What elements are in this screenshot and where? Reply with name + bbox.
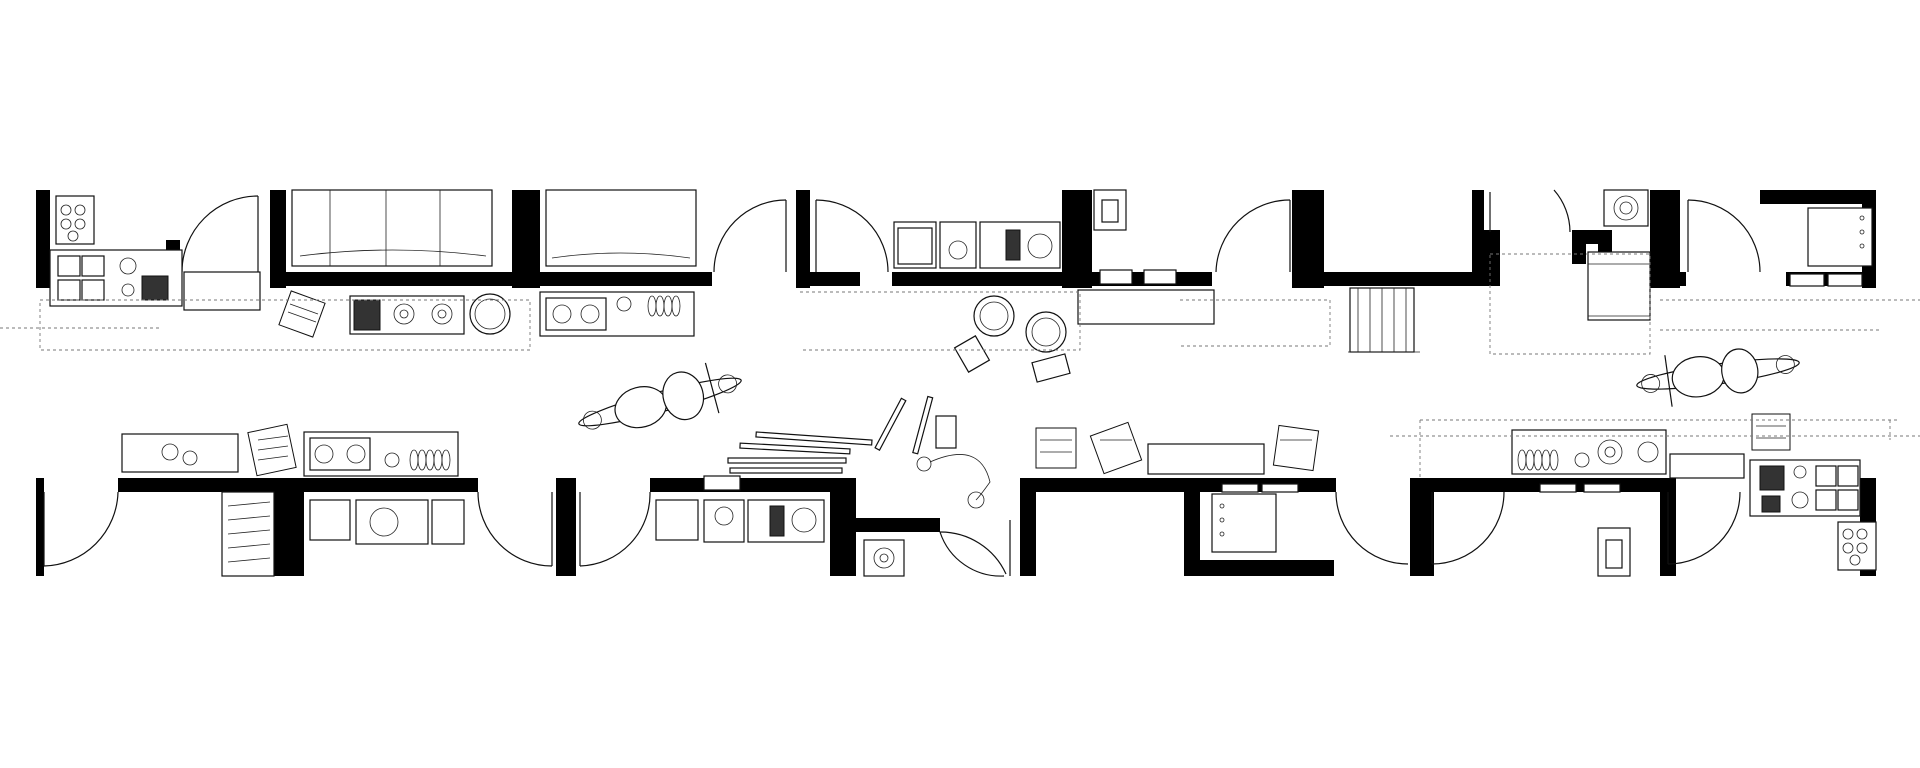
water-jar-icon xyxy=(409,449,451,471)
counter xyxy=(49,249,183,307)
gas-stove-icon xyxy=(309,499,465,545)
timber-pile xyxy=(727,395,991,509)
gas-stove-icon xyxy=(303,431,459,477)
door-swing-icon xyxy=(181,195,261,311)
upper-doors xyxy=(181,189,1761,311)
sink-icon xyxy=(1597,527,1631,577)
stair-icon xyxy=(1348,287,1420,353)
water-jar-icon xyxy=(1837,521,1877,571)
water-jar-icon xyxy=(1517,449,1559,471)
motorcycle-icon xyxy=(578,362,742,430)
door-swing-icon xyxy=(1431,491,1505,565)
stool-icon xyxy=(247,423,297,477)
door-swing-icon xyxy=(1667,491,1741,565)
lower-walls xyxy=(36,478,1876,576)
door-swing-icon xyxy=(579,491,651,567)
door-swing-icon xyxy=(939,520,1011,577)
door-swing-icon xyxy=(713,199,787,273)
clothes-rack-icon xyxy=(221,491,275,577)
round-table-icon xyxy=(1025,311,1067,353)
round-table-icon xyxy=(469,293,511,335)
stool-icon xyxy=(278,290,326,338)
door-swing-icon xyxy=(477,491,553,567)
water-jar-icon xyxy=(55,195,95,245)
gas-stove-icon xyxy=(349,295,465,335)
stool-icon xyxy=(1272,424,1320,472)
sink-icon xyxy=(1093,189,1127,231)
door-swing-icon xyxy=(939,531,1007,575)
water-jar-icon xyxy=(647,295,681,317)
bed-icon xyxy=(291,189,493,267)
clothes-rack-icon xyxy=(0,253,1920,355)
motorcycle-icon xyxy=(1636,348,1800,407)
lower-doors xyxy=(43,491,1741,577)
gas-stove-icon xyxy=(655,499,825,543)
gas-stove-icon xyxy=(1211,493,1277,553)
gas-stove-icon xyxy=(893,221,1061,269)
lower-row xyxy=(36,413,1920,577)
upper-walls xyxy=(36,190,1876,288)
bed-icon xyxy=(545,189,697,267)
gas-stove-icon xyxy=(539,291,695,337)
door-swing-icon xyxy=(1215,199,1291,273)
stool-icon xyxy=(1751,413,1791,451)
counter xyxy=(1749,459,1861,517)
clothes-rack-icon xyxy=(1390,419,1920,478)
stool-icon xyxy=(1035,427,1077,469)
door-swing-icon xyxy=(1335,491,1409,565)
gas-stove-icon xyxy=(1511,429,1667,475)
door-swing-icon xyxy=(815,199,889,273)
counter xyxy=(121,433,239,473)
door-swing-icon xyxy=(43,491,119,567)
stool-icon xyxy=(1089,421,1143,475)
gas-stove-icon xyxy=(863,539,905,577)
gas-stove-icon xyxy=(1807,207,1873,267)
door-swing-icon xyxy=(1489,189,1571,233)
gas-stove-icon xyxy=(1603,189,1649,227)
upper-row xyxy=(0,189,1920,383)
round-table-icon xyxy=(973,295,1015,337)
door-swing-icon xyxy=(1687,199,1761,273)
